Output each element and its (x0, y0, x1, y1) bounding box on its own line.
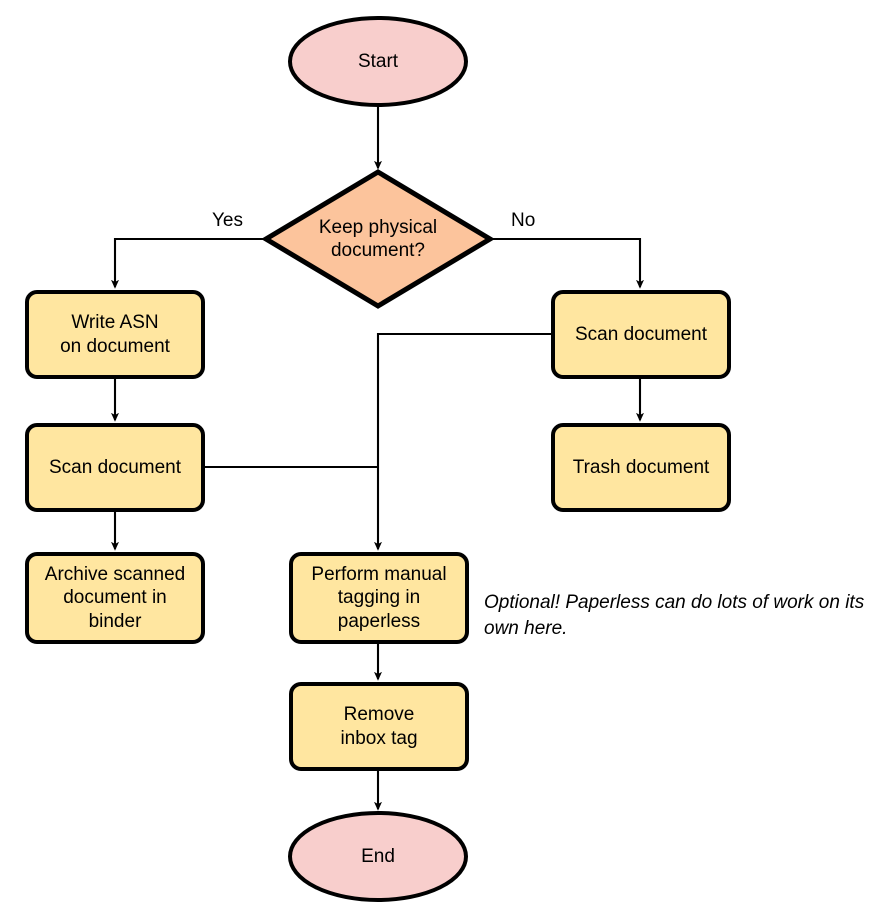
node-scan-right-shape[interactable] (551, 290, 731, 379)
node-remove-inbox-shape[interactable] (289, 682, 469, 771)
edge-decision-yes-to-write-asn (111, 237, 265, 289)
node-scan-left-shape[interactable] (25, 423, 205, 512)
node-write-asn-shape[interactable] (25, 290, 205, 379)
edge-decision-no-to-scan-right (490, 237, 644, 289)
node-archive-shape[interactable] (25, 552, 205, 644)
edge-scan-right-to-tagging (374, 332, 552, 551)
node-tagging-shape[interactable] (289, 552, 469, 644)
edge-label-no: No (508, 210, 539, 232)
node-trash-shape[interactable] (551, 423, 731, 512)
optional-note: Optional! Paperless can do lots of work … (484, 592, 865, 639)
node-end-shape[interactable] (288, 811, 468, 902)
node-start-shape[interactable] (288, 16, 468, 107)
edge-label-yes: Yes (209, 210, 246, 232)
node-decision-shape[interactable] (261, 169, 495, 309)
